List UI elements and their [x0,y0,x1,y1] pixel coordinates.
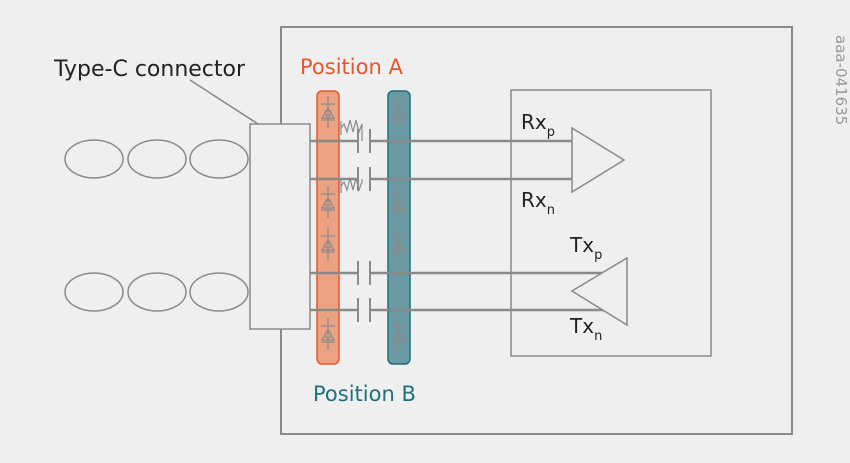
tx-p-sub: p [594,248,602,263]
rx-p-main: Rx [521,110,547,134]
rx-n-label: Rxn [521,188,555,218]
tx-p-label: Txp [569,233,602,263]
resistor-icon [340,119,363,193]
position-b-label: Position B [313,382,416,406]
reference-id: aaa-041635 [832,35,850,125]
tx-n-sub: n [594,329,602,344]
cable-icon-bottom [64,272,249,312]
esd-diode-icon [320,96,407,350]
tx-n-main: Tx [569,314,594,338]
type-c-connector [249,123,311,330]
position-b-strip [387,90,411,365]
receiver-amplifier-icon [571,126,626,194]
rx-n-sub: n [547,203,555,218]
tx-p-main: Tx [569,233,594,257]
ic-outline [510,89,712,357]
rx-n-main: Rx [521,188,547,212]
tx-n-label: Txn [569,314,602,344]
connector-leader-line [189,79,259,125]
device-outline [280,26,793,435]
rx-p-label: Rxp [521,110,555,140]
position-a-strip [316,90,340,365]
capacitor-icon [357,129,371,322]
rx-p-sub: p [547,125,555,140]
position-a-label: Position A [300,55,403,79]
cable-icon-top [64,139,249,179]
connector-label: Type-C connector [53,57,246,82]
transmitter-amplifier-icon [570,256,628,327]
